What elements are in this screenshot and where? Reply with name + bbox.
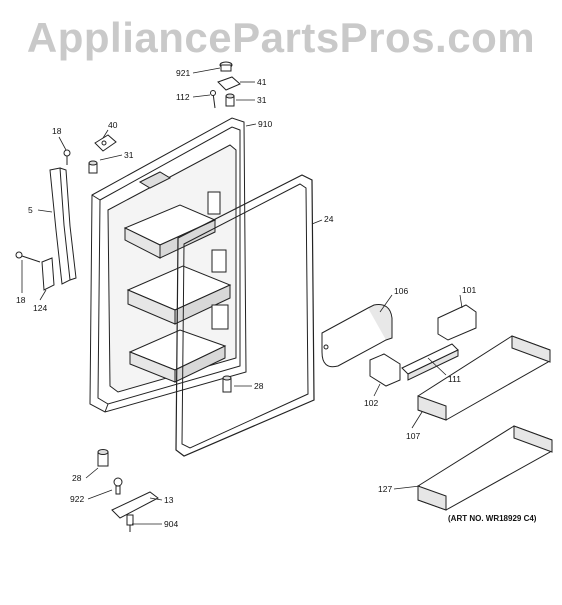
bracket-124 bbox=[41, 257, 55, 291]
label-124: 124 bbox=[33, 303, 47, 313]
label-127: 127 bbox=[378, 484, 392, 494]
label-102: 102 bbox=[364, 398, 378, 408]
screw-18-lower bbox=[15, 251, 41, 263]
door-shelves bbox=[123, 191, 232, 383]
top-hinge-parts bbox=[210, 61, 241, 109]
hinge-pin-28-door bbox=[222, 375, 232, 393]
label-13: 13 bbox=[164, 495, 174, 505]
screw-18-top bbox=[63, 149, 71, 165]
label-112: 112 bbox=[176, 92, 190, 102]
art-number: (ART NO. WR18929 C4) bbox=[448, 514, 537, 523]
leader-lines bbox=[21, 67, 463, 525]
label-28-bottom: 28 bbox=[72, 473, 82, 483]
label-40: 40 bbox=[108, 120, 118, 130]
label-107: 107 bbox=[406, 431, 420, 441]
label-910: 910 bbox=[258, 119, 272, 129]
door-panel bbox=[89, 117, 247, 413]
label-28-door: 28 bbox=[254, 381, 264, 391]
label-921: 921 bbox=[176, 68, 190, 78]
watermark-text: AppliancePartsPros.com bbox=[26, 14, 536, 61]
bottom-hinge-parts bbox=[97, 449, 159, 532]
door-handle bbox=[49, 167, 77, 285]
door-gasket bbox=[175, 174, 315, 457]
label-922: 922 bbox=[70, 494, 84, 504]
shelf-end-101 bbox=[437, 304, 477, 341]
label-18-top: 18 bbox=[52, 126, 62, 136]
label-904: 904 bbox=[164, 519, 178, 529]
label-18-lower: 18 bbox=[16, 295, 26, 305]
label-101: 101 bbox=[462, 285, 476, 295]
callout-labels: 921 41 112 31 40 910 18 31 5 24 18 124 1… bbox=[16, 68, 476, 529]
hinge-bushing-31-left bbox=[88, 160, 98, 174]
dairy-door-106 bbox=[321, 304, 393, 368]
door-bin-107 bbox=[417, 335, 551, 421]
shelf-end-102 bbox=[369, 353, 401, 387]
hinge-cover-40 bbox=[94, 134, 117, 152]
label-111: 111 bbox=[448, 374, 461, 384]
label-24: 24 bbox=[324, 214, 334, 224]
label-31-top: 31 bbox=[257, 95, 267, 105]
door-bin-127 bbox=[417, 425, 553, 511]
label-5: 5 bbox=[28, 205, 33, 215]
label-31-left: 31 bbox=[124, 150, 134, 160]
label-106: 106 bbox=[394, 286, 408, 296]
rail-111 bbox=[401, 343, 459, 381]
label-41: 41 bbox=[257, 77, 267, 87]
